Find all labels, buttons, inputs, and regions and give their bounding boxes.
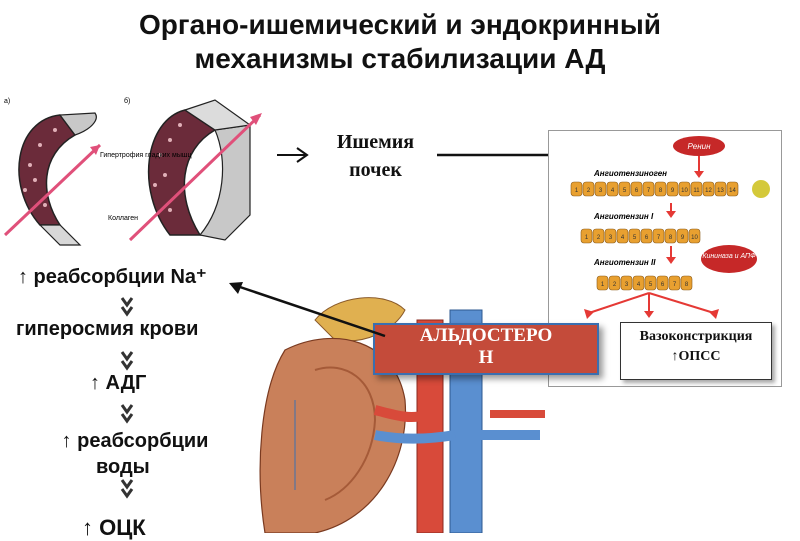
page-title: Органо-ишемический и эндокринный механиз…: [0, 8, 800, 76]
down-arrow-4: [120, 478, 134, 505]
chain-step-4-line-1: ↑ реабсорбции: [40, 428, 230, 454]
double-chevron-down-icon: [120, 350, 134, 372]
vasoconstriction-box: Вазоконстрикция ↑ОПСС: [620, 322, 772, 380]
amino-acid-number: 11: [693, 188, 700, 194]
ischemia-line-1: Ишемия: [318, 128, 433, 156]
chain-step-4-line-2: воды: [40, 454, 230, 480]
aldosterone-line-1: АЛЬДОСТЕРО: [375, 325, 597, 347]
amino-acid-number: 13: [717, 188, 724, 194]
kininase-text: Кининаза и АПФ: [702, 253, 756, 260]
vessel-illustration: а) б) Гипертрофия гладких мышц Коллаген: [0, 95, 270, 255]
vasoconstriction-line-1: Вазоконстрикция: [621, 327, 771, 347]
arrow-to-ischemia: [275, 145, 315, 165]
angiotensin2-label: Ангиотензин II: [593, 258, 656, 267]
double-chevron-down-icon: [120, 478, 134, 500]
vessel-a-label: а): [4, 98, 10, 105]
angiotensin1-label: Ангиотензин I: [593, 212, 654, 221]
chain-step-5: ↑ ОЦК: [82, 515, 146, 541]
vessel-drawing: а) б) Гипертрофия гладких мышц Коллаген: [0, 95, 270, 255]
title-line-1: Органо-ишемический и эндокринный: [0, 8, 800, 42]
ischemia-label: Ишемия почек: [318, 128, 433, 184]
chain-step-3: ↑ АДГ: [90, 372, 146, 395]
amino-acid-number: 10: [681, 188, 688, 194]
kininase-label: Кининаза и АПФ: [702, 253, 756, 260]
down-arrow-3: [120, 403, 134, 430]
title-line-2: механизмы стабилизации АД: [0, 42, 800, 76]
amino-acid-number: 14: [729, 188, 736, 194]
double-chevron-down-icon: [120, 296, 134, 318]
chain-step-2: гиперосмия крови: [16, 318, 198, 341]
aldosterone-box: АЛЬДОСТЕРО Н: [373, 323, 599, 375]
aldosterone-line-2: Н: [375, 347, 597, 369]
chain-step-1: ↑ реабсорбции Na⁺: [18, 264, 207, 289]
amino-acid-number: 12: [705, 188, 712, 194]
double-chevron-down-icon: [120, 403, 134, 425]
angiotensinogen-label: Ангиотензиноген: [593, 169, 667, 178]
amino-acid-number: 10: [691, 235, 698, 241]
chain-step-4: ↑ реабсорбции воды: [40, 428, 230, 480]
vasoconstriction-line-2: ↑ОПСС: [621, 347, 771, 367]
collagen-label: Коллаген: [108, 215, 138, 222]
arrow-aldosterone-to-reabsorption: [225, 278, 390, 343]
renin-label: Ренин: [688, 142, 712, 151]
ischemia-line-2: почек: [318, 156, 433, 184]
vessel-b-label: б): [124, 97, 130, 105]
hypertrophy-label: Гипертрофия гладких мышц: [100, 152, 191, 159]
